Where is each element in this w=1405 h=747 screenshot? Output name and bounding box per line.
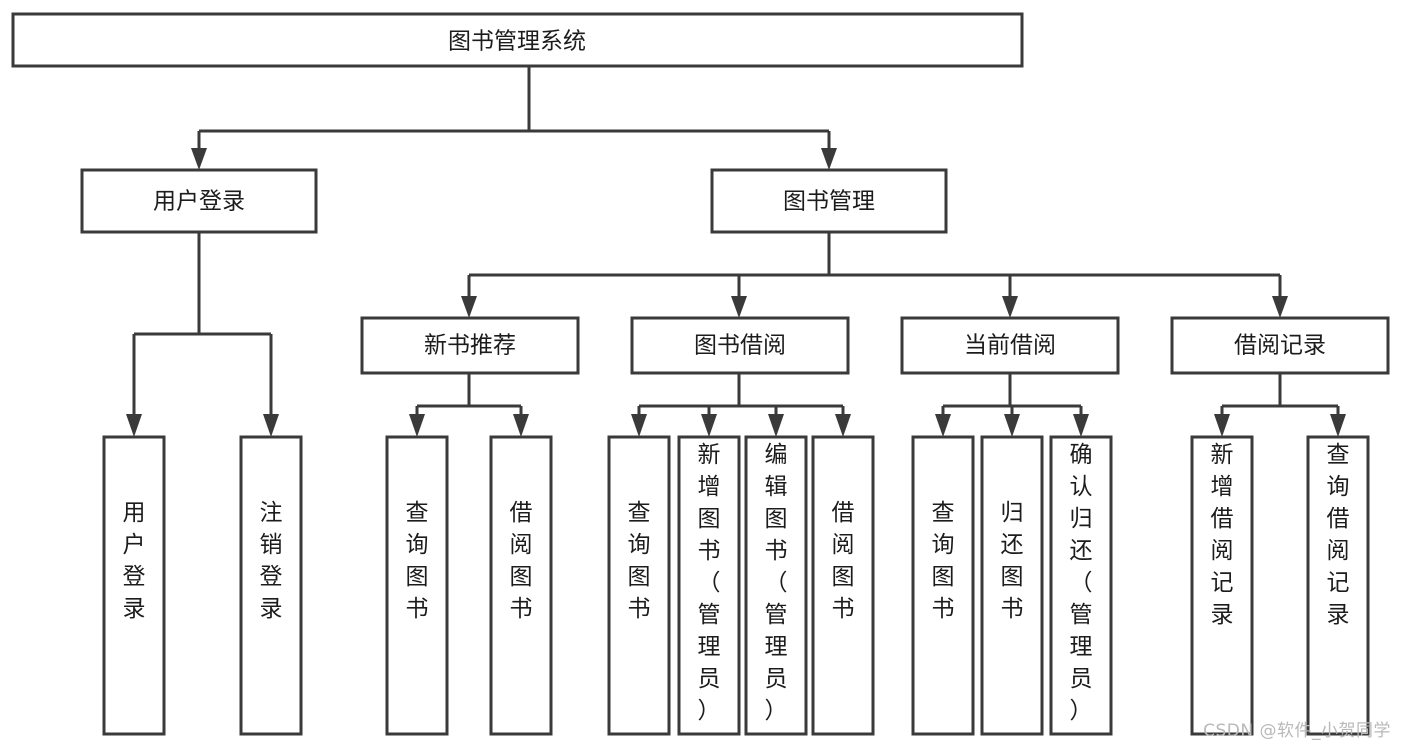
arrow-head-borrow-record [1272, 296, 1288, 318]
arrow-head-current-borrow [1002, 296, 1018, 318]
leaf-logout-login-label: 注销登录 [260, 500, 283, 622]
arrow-head-leaf-query-book-2 [631, 414, 647, 437]
leaf-borrow-book-1-label: 借阅图书 [510, 500, 533, 622]
leaf-borrow-book-2-label: 借阅图书 [832, 500, 855, 622]
leaf-query-book-3-label: 查询图书 [932, 500, 955, 622]
node-user-login-box[interactable] [80, 168, 318, 234]
leaf-add-book[interactable]: 新增图书（管理员） [677, 435, 741, 736]
node-new-book-recommend-label: 新书推荐 [424, 333, 516, 359]
arrow-head-leaf-query-book-1 [409, 414, 425, 437]
leaf-query-record[interactable]: 查询借阅记录 [1306, 435, 1370, 736]
leaf-return-book-box[interactable] [980, 435, 1044, 736]
leaf-query-book-2[interactable]: 查询图书 [607, 435, 671, 736]
arrow-head-leaf-edit-book [768, 414, 784, 437]
node-book-manage-label: 图书管理 [783, 189, 875, 215]
arrow-head-user-login [191, 148, 207, 170]
node-book-borrow-box[interactable] [630, 316, 850, 375]
leaf-query-book-1-label: 查询图书 [406, 500, 429, 622]
leaf-borrow-book-2-box[interactable] [811, 435, 875, 736]
connectors-group [126, 66, 1346, 437]
node-book-borrow-label: 图书借阅 [694, 333, 786, 359]
node-new-book-recommend[interactable]: 新书推荐 [360, 316, 580, 375]
leaf-borrow-book-1-box[interactable] [489, 435, 553, 736]
leaf-return-book[interactable]: 归还图书 [980, 435, 1044, 736]
node-borrow-record[interactable]: 借阅记录 [1170, 316, 1390, 375]
leaf-edit-book-label: 编辑图书（管理员） [765, 442, 788, 724]
node-new-book-recommend-box[interactable] [360, 316, 580, 375]
leaf-query-book-3[interactable]: 查询图书 [911, 435, 975, 736]
leaf-add-record[interactable]: 新增借阅记录 [1190, 435, 1254, 736]
leaf-query-book-2-label: 查询图书 [628, 500, 651, 622]
node-root-label: 图书管理系统 [448, 29, 586, 55]
leaf-query-record-box[interactable] [1306, 435, 1370, 736]
arrow-head-leaf-user-login [126, 414, 142, 437]
arrow-head-new-book-recommend [461, 296, 477, 318]
node-current-borrow[interactable]: 当前借阅 [900, 316, 1120, 375]
leaf-edit-book[interactable]: 编辑图书（管理员） [744, 435, 808, 736]
leaf-return-book-label: 归还图书 [1001, 500, 1024, 622]
csdn-watermark: CSDN @软件_小贺同学 [1203, 721, 1391, 741]
leaf-add-record-box[interactable] [1190, 435, 1254, 736]
leaf-logout-login-box[interactable] [239, 435, 303, 736]
node-book-manage-box[interactable] [710, 168, 948, 234]
arrow-head-leaf-query-record [1330, 414, 1346, 437]
arrow-head-leaf-logout-login [263, 414, 279, 437]
arrow-head-leaf-borrow-book-1 [513, 414, 529, 437]
leaf-query-book-3-box[interactable] [911, 435, 975, 736]
leaf-query-book-1-box[interactable] [385, 435, 449, 736]
leaf-query-record-label: 查询借阅记录 [1327, 442, 1350, 628]
leaf-add-record-label: 新增借阅记录 [1211, 442, 1234, 628]
leaf-user-login-label: 用户登录 [123, 500, 146, 622]
node-book-borrow[interactable]: 图书借阅 [630, 316, 850, 375]
leaf-query-book-2-box[interactable] [607, 435, 671, 736]
node-root-box[interactable] [11, 12, 1024, 68]
leaf-add-book-label: 新增图书（管理员） [698, 442, 721, 724]
leaf-query-book-1[interactable]: 查询图书 [385, 435, 449, 736]
node-borrow-record-label: 借阅记录 [1234, 333, 1326, 359]
arrow-head-leaf-add-book [701, 414, 717, 437]
leaf-logout-login[interactable]: 注销登录 [239, 435, 303, 736]
leaf-confirm-return-label: 确认归还（管理员） [1070, 442, 1093, 724]
arrow-head-book-manage [821, 148, 837, 170]
node-book-manage[interactable]: 图书管理 [710, 168, 948, 234]
node-current-borrow-label: 当前借阅 [964, 333, 1056, 359]
arrow-head-leaf-query-book-3 [935, 414, 951, 437]
arrow-head-book-borrow [731, 296, 747, 318]
leaf-borrow-book-2[interactable]: 借阅图书 [811, 435, 875, 736]
node-user-login[interactable]: 用户登录 [80, 168, 318, 234]
arrow-head-leaf-add-record [1214, 414, 1230, 437]
leaf-user-login-box[interactable] [102, 435, 166, 736]
arrow-head-leaf-borrow-book-2 [835, 414, 851, 437]
leaf-confirm-return-box[interactable] [1049, 435, 1113, 736]
arrow-head-leaf-return-book [1004, 414, 1020, 437]
node-current-borrow-box[interactable] [900, 316, 1120, 375]
leaf-confirm-return[interactable]: 确认归还（管理员） [1049, 435, 1113, 736]
leaf-borrow-book-1[interactable]: 借阅图书 [489, 435, 553, 736]
node-root[interactable]: 图书管理系统 [11, 12, 1024, 68]
arrow-head-leaf-confirm-return [1073, 414, 1089, 437]
leaf-add-book-box[interactable] [677, 435, 741, 736]
leaf-user-login[interactable]: 用户登录 [102, 435, 166, 736]
node-user-login-label: 用户登录 [153, 189, 245, 215]
leaf-edit-book-box[interactable] [744, 435, 808, 736]
node-borrow-record-box[interactable] [1170, 316, 1390, 375]
